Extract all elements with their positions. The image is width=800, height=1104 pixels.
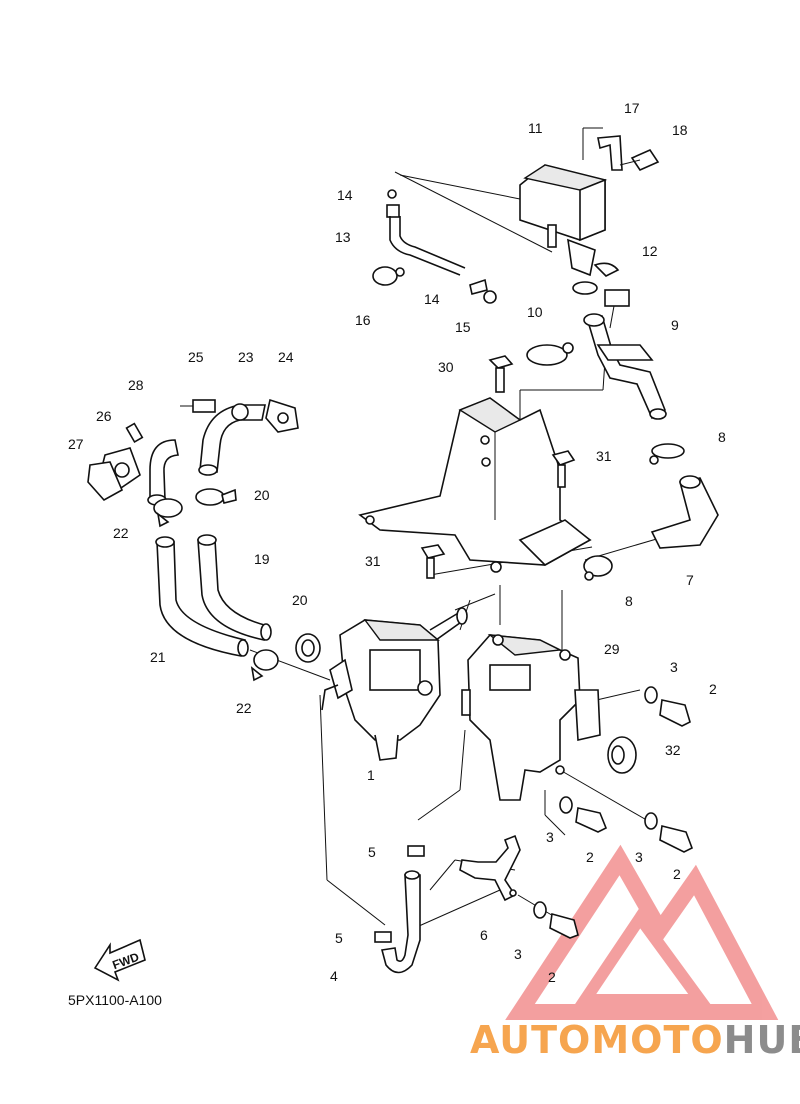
part-32-grommet xyxy=(607,736,637,774)
part-11-control-box xyxy=(519,164,608,295)
mounting-bracket-upper xyxy=(358,397,592,573)
callout-14: 14 xyxy=(337,187,353,203)
callout-5b: 5 xyxy=(335,930,343,946)
callout-3c: 3 xyxy=(635,849,643,865)
watermark-logo-triangles xyxy=(505,844,779,1020)
callout-8: 8 xyxy=(718,429,726,445)
callout-32: 32 xyxy=(665,742,681,758)
callout-12: 12 xyxy=(642,243,658,259)
callout-3: 3 xyxy=(670,659,678,675)
callout-14b: 14 xyxy=(424,291,440,307)
part-23-elbow xyxy=(198,403,266,476)
callout-7: 7 xyxy=(686,572,694,588)
callout-3b: 3 xyxy=(546,829,554,845)
part-3-washer-d xyxy=(533,901,547,919)
part-2-bolt-a xyxy=(659,699,691,727)
callout-25: 25 xyxy=(188,349,204,365)
diagram-code: 5PX1100-A100 xyxy=(68,992,162,1008)
part-27-gasket xyxy=(87,461,124,502)
part-20-clamp-upper xyxy=(195,488,237,506)
callout-10: 10 xyxy=(527,304,543,320)
callout-27: 27 xyxy=(68,436,84,452)
callout-22b: 22 xyxy=(236,700,252,716)
callout-28: 28 xyxy=(128,377,144,393)
callout-2d: 2 xyxy=(548,969,556,985)
callout-11: 11 xyxy=(528,120,543,136)
part-5-clip-upper xyxy=(407,845,425,857)
part-7-hose xyxy=(650,475,719,549)
callout-19: 19 xyxy=(254,551,270,567)
part-3-washer-c xyxy=(644,812,658,830)
watermark-part2: HUB xyxy=(724,1018,800,1062)
callout-2: 2 xyxy=(709,681,717,697)
part-5-clip-lower xyxy=(374,931,392,943)
part-29-bracket xyxy=(461,634,601,801)
part-16-clamp xyxy=(372,266,405,286)
part-12-clamp xyxy=(593,262,620,277)
part-28-bolt xyxy=(125,422,144,444)
part-13-hose xyxy=(386,189,466,276)
callout-31: 31 xyxy=(596,448,612,464)
part-17-clip xyxy=(597,135,623,171)
callout-3d: 3 xyxy=(514,946,522,962)
part-3-washer-b xyxy=(559,796,573,814)
watermark-part1: AUTOMOTO xyxy=(470,1018,724,1062)
callout-21: 21 xyxy=(150,649,166,665)
part-22-clamp-upper xyxy=(153,498,183,528)
callout-26: 26 xyxy=(96,408,112,424)
part-18-bolt xyxy=(619,148,660,172)
part-10-clamp xyxy=(526,342,574,366)
fwd-arrow-icon xyxy=(93,938,146,982)
watermark-text: AUTOMOTOHUB xyxy=(470,1018,800,1062)
callout-22: 22 xyxy=(113,525,129,541)
svg-text:AUTOMOTOHUB: AUTOMOTOHUB xyxy=(470,1018,800,1062)
callout-24: 24 xyxy=(278,349,294,365)
callout-1: 1 xyxy=(367,767,375,783)
part-14-15-fittings xyxy=(469,278,497,304)
callout-9: 9 xyxy=(671,317,679,333)
callout-8b: 8 xyxy=(625,593,633,609)
part-3-washer-a xyxy=(644,686,658,704)
part-2-bolt-c xyxy=(659,825,694,853)
part-31-bolts xyxy=(420,450,576,579)
callout-15: 15 xyxy=(455,319,471,335)
part-30-bolt xyxy=(488,355,514,393)
callout-31b: 31 xyxy=(365,553,381,569)
part-4-hose xyxy=(380,870,421,974)
part-1-valve-assembly xyxy=(321,607,468,761)
callout-13: 13 xyxy=(335,229,351,245)
part-20-clamp-lower xyxy=(295,633,321,663)
callout-30: 30 xyxy=(438,359,454,375)
callout-17: 17 xyxy=(624,100,640,116)
part-8-clamp-lower xyxy=(583,555,613,581)
callout-6: 6 xyxy=(480,927,488,943)
part-25-bolt xyxy=(180,399,216,413)
part-9-hose xyxy=(583,289,667,420)
part-6-bracket xyxy=(459,834,521,902)
callout-2c: 2 xyxy=(673,866,681,882)
part-21-hose xyxy=(155,536,249,657)
callout-5: 5 xyxy=(368,844,376,860)
part-8-clamp-upper xyxy=(649,443,685,465)
callout-18: 18 xyxy=(672,122,688,138)
part-22-clamp-lower xyxy=(250,649,279,682)
part-2-bolt-d xyxy=(549,912,579,939)
callout-4: 4 xyxy=(330,968,338,984)
part-2-bolt-b xyxy=(575,807,608,833)
callout-20b: 20 xyxy=(292,592,308,608)
callout-23: 23 xyxy=(238,349,254,365)
callout-2b: 2 xyxy=(586,849,594,865)
part-19-hose xyxy=(197,534,272,641)
callout-16: 16 xyxy=(355,312,371,328)
callout-20: 20 xyxy=(254,487,270,503)
callout-29: 29 xyxy=(604,641,620,657)
part-24-gasket xyxy=(265,398,299,433)
callout-labels: 11 17 18 14 13 12 14 16 15 10 9 25 23 24… xyxy=(68,100,726,985)
